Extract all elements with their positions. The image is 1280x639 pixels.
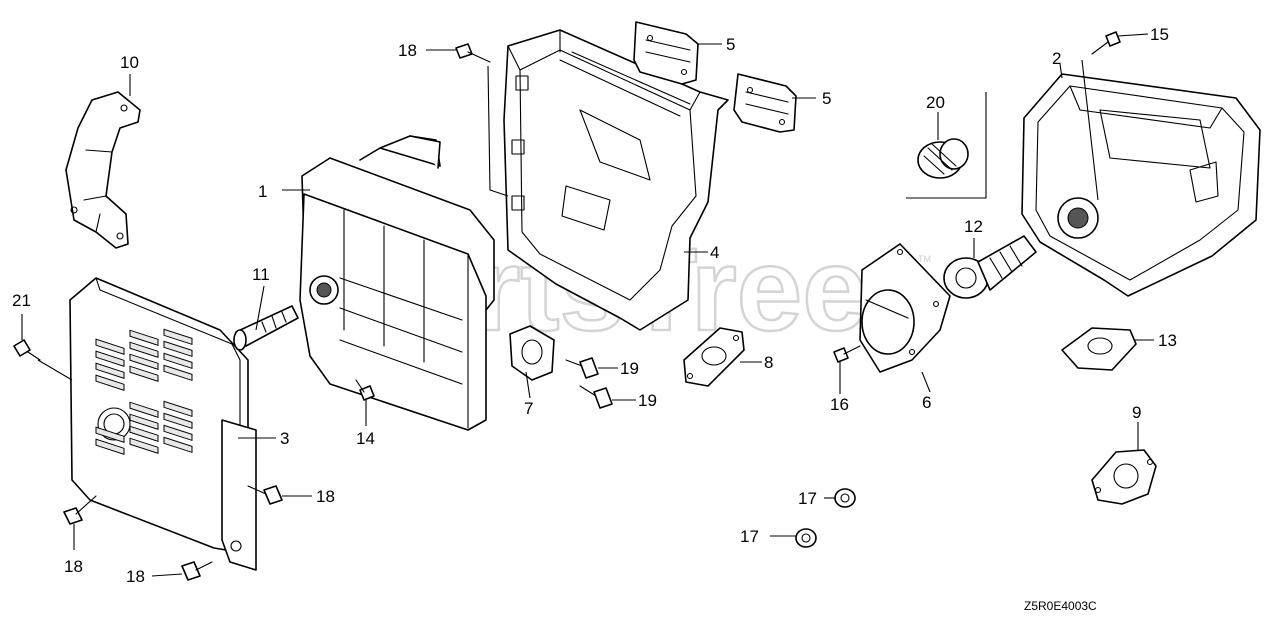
part-5-heat-pad-lower[interactable] bbox=[733, 73, 797, 133]
bolt-21[interactable] bbox=[13, 339, 41, 361]
callout-labels: 1 2 3 4 5 5 6 7 8 9 10 11 12 13 14 15 16… bbox=[12, 25, 1177, 586]
callout-18-right: 18 bbox=[316, 487, 335, 506]
callout-2: 2 bbox=[1052, 49, 1061, 68]
screw-16[interactable] bbox=[833, 345, 861, 363]
bolt-18-top[interactable] bbox=[455, 43, 491, 63]
callout-11: 11 bbox=[252, 265, 270, 284]
diagram-code: Z5R0E4003C bbox=[1024, 599, 1097, 613]
callout-6: 6 bbox=[922, 393, 931, 412]
callout-8: 8 bbox=[764, 353, 773, 372]
callout-19-upper: 19 bbox=[620, 359, 639, 378]
callout-17-lower: 17 bbox=[740, 527, 759, 546]
callout-9: 9 bbox=[1132, 403, 1141, 422]
callout-7: 7 bbox=[524, 399, 533, 418]
bolt-14[interactable] bbox=[355, 379, 375, 401]
callout-16: 16 bbox=[830, 395, 849, 414]
bolt-18-bottom[interactable] bbox=[181, 561, 213, 581]
bolt-19-lower[interactable] bbox=[579, 385, 613, 409]
part-10-bracket[interactable] bbox=[65, 91, 141, 249]
callout-12: 12 bbox=[964, 217, 983, 236]
callout-5-lower: 5 bbox=[822, 89, 831, 108]
part-3-muffler-protector[interactable] bbox=[69, 277, 257, 571]
part-2-housing[interactable] bbox=[1021, 73, 1261, 297]
leader-lines bbox=[21, 33, 1154, 577]
callout-15: 15 bbox=[1150, 25, 1169, 44]
nut-17-lower[interactable] bbox=[795, 528, 817, 548]
fasteners[interactable] bbox=[13, 31, 1121, 581]
watermark-tm: TM bbox=[918, 254, 931, 264]
callout-14: 14 bbox=[356, 429, 375, 448]
part-7-gasket[interactable] bbox=[509, 325, 555, 381]
callout-10: 10 bbox=[120, 53, 139, 72]
callout-18-left: 18 bbox=[64, 557, 83, 576]
callout-5-upper: 5 bbox=[726, 35, 735, 54]
callout-3: 3 bbox=[280, 429, 289, 448]
part-20-spark-arrester-screen[interactable] bbox=[906, 92, 987, 199]
bolt-18-left[interactable] bbox=[63, 495, 97, 525]
protector-vent-slots bbox=[95, 328, 193, 455]
part-8-gasket[interactable] bbox=[683, 327, 745, 387]
part-6-exhaust-outlet[interactable] bbox=[859, 243, 951, 373]
part-9-gasket[interactable] bbox=[1091, 449, 1157, 505]
part-4-muffler-cover[interactable] bbox=[503, 29, 729, 331]
part-11-spark-plug-cap-sleeve[interactable] bbox=[233, 305, 299, 351]
part-12-spark-arrester[interactable] bbox=[943, 235, 1037, 299]
callout-21: 21 bbox=[12, 291, 31, 310]
bolt-19-upper[interactable] bbox=[565, 357, 599, 379]
callout-1: 1 bbox=[258, 182, 267, 201]
part-5-heat-pad-upper[interactable] bbox=[633, 21, 699, 85]
bolt-18-right[interactable] bbox=[247, 485, 283, 505]
callout-20: 20 bbox=[926, 93, 945, 112]
nut-17-upper[interactable] bbox=[834, 488, 856, 508]
callout-4: 4 bbox=[710, 243, 719, 262]
part-1-muffler[interactable] bbox=[299, 135, 495, 431]
part-13-gasket[interactable] bbox=[1061, 327, 1137, 371]
screw-15[interactable] bbox=[1091, 31, 1121, 55]
callout-17-upper: 17 bbox=[798, 489, 817, 508]
callout-13: 13 bbox=[1158, 331, 1177, 350]
callout-19-lower: 19 bbox=[638, 391, 657, 410]
callout-18-bottom: 18 bbox=[126, 567, 145, 586]
callout-18-top: 18 bbox=[398, 41, 417, 60]
